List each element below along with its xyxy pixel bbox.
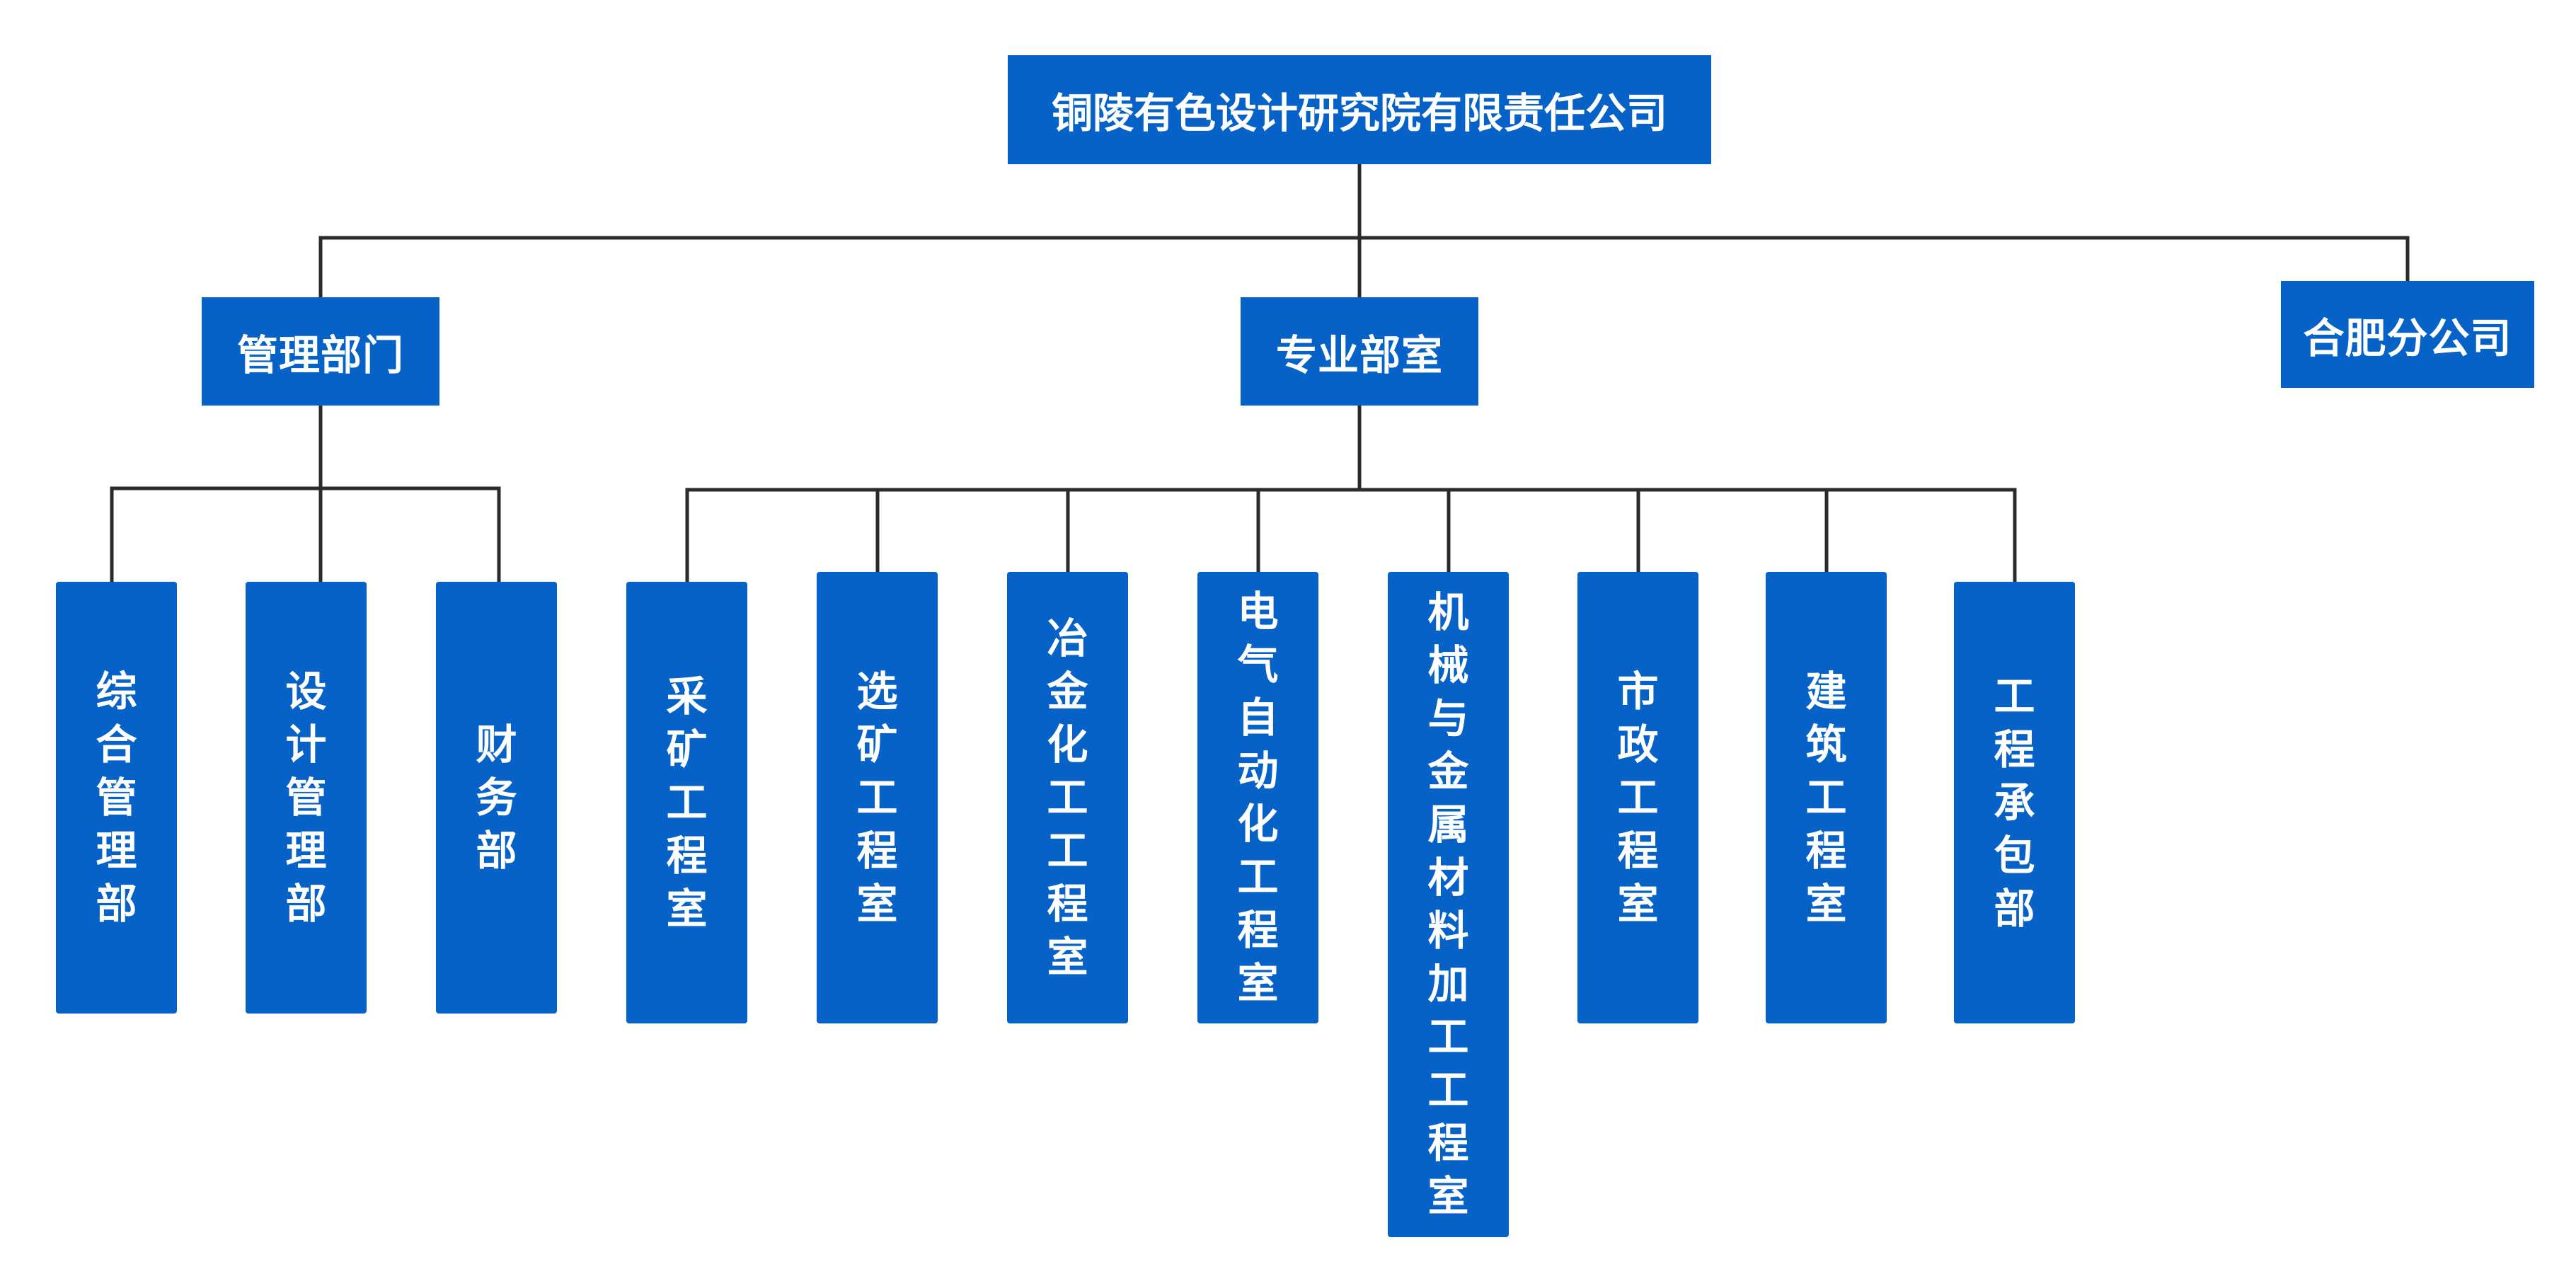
group-hefei-branch: 合肥分公司	[2281, 281, 2534, 388]
unit-label: 设计管理部	[285, 667, 327, 928]
unit-design-management: 设计管理部	[246, 582, 367, 1014]
unit-label: 综合管理部	[96, 667, 137, 928]
unit-label: 工程承包部	[1994, 672, 2035, 933]
group-professional: 专业部室	[1241, 297, 1478, 406]
unit-label: 冶金化工工程室	[1047, 614, 1088, 981]
unit-label: 采矿工程室	[666, 672, 708, 933]
unit-electrical-automation: 电气自动化工程室	[1197, 572, 1318, 1023]
unit-finance: 财务部	[436, 582, 557, 1014]
root-label: 铜陵有色设计研究院有限责任公司	[1051, 89, 1667, 137]
unit-label: 市政工程室	[1617, 667, 1659, 928]
unit-engineering-contracting: 工程承包部	[1954, 582, 2075, 1023]
unit-mining: 采矿工程室	[626, 582, 747, 1023]
unit-label: 机械与金属材料加工工程室	[1427, 588, 1469, 1220]
unit-label: 财务部	[476, 720, 517, 875]
unit-label: 建筑工程室	[1805, 667, 1847, 928]
unit-mineral-processing: 选矿工程室	[817, 572, 938, 1023]
group-management-label: 管理部门	[236, 331, 404, 379]
group-management: 管理部门	[202, 297, 439, 406]
unit-label: 电气自动化工程室	[1237, 587, 1279, 1007]
unit-label: 选矿工程室	[856, 667, 898, 928]
unit-metallurgy-chemical: 冶金化工工程室	[1007, 572, 1128, 1023]
group-professional-label: 专业部室	[1275, 331, 1443, 379]
unit-architecture: 建筑工程室	[1766, 572, 1887, 1023]
unit-general-management: 综合管理部	[56, 582, 177, 1014]
unit-mechanical-metal-materials: 机械与金属材料加工工程室	[1388, 572, 1509, 1237]
unit-municipal: 市政工程室	[1577, 572, 1698, 1023]
root-node: 铜陵有色设计研究院有限责任公司	[1008, 55, 1711, 164]
group-hefei-branch-label: 合肥分公司	[2303, 314, 2512, 362]
